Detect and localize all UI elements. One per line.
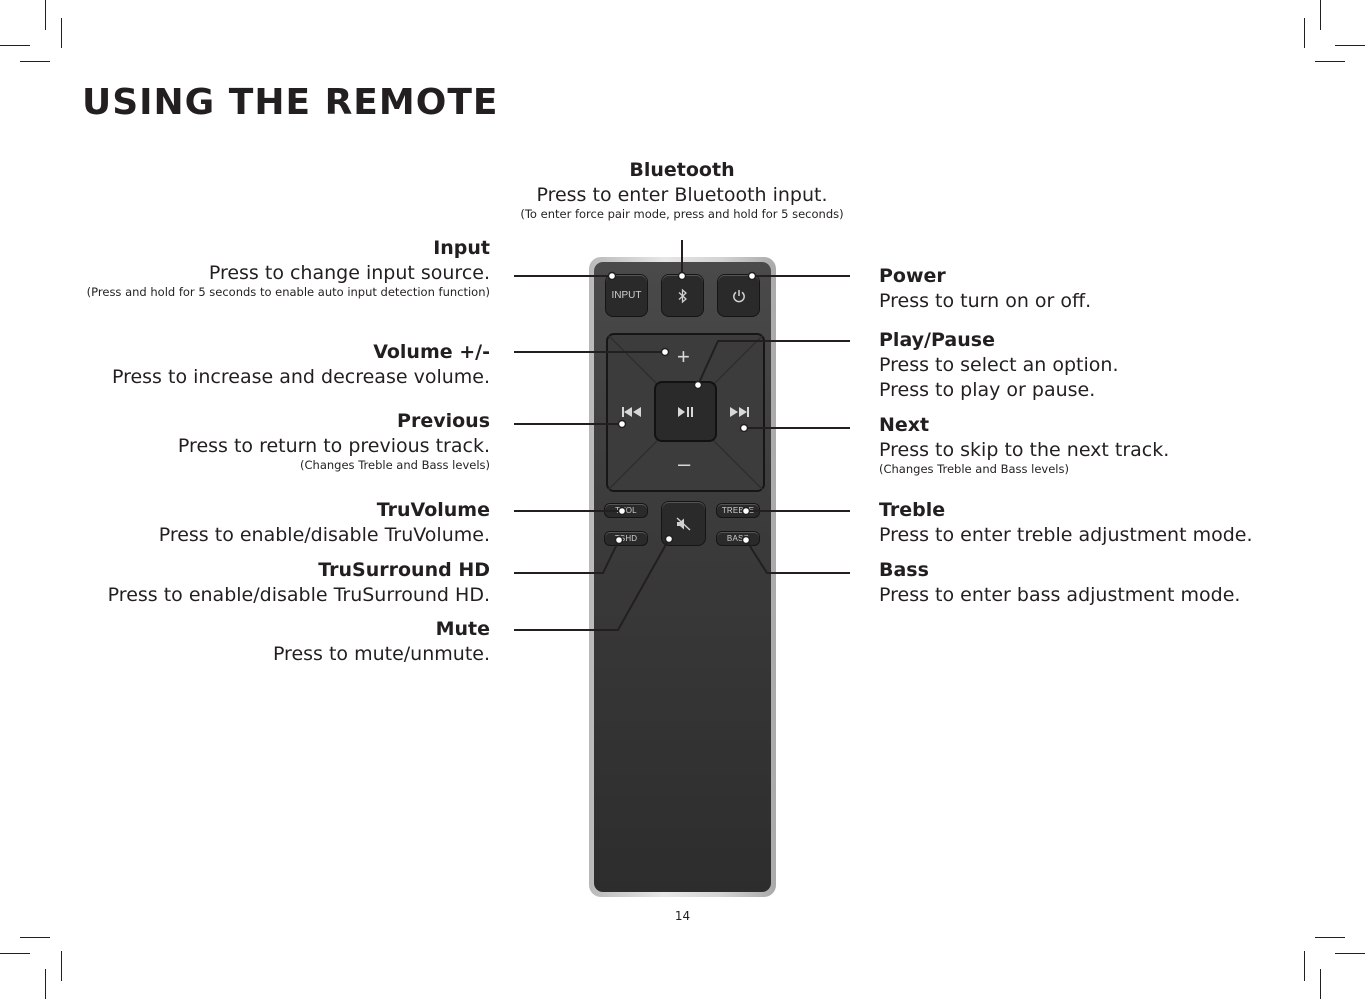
callout-truvolume: TruVolume Press to enable/disable TruVol… — [159, 498, 490, 548]
callout-treble-title: Treble — [879, 499, 946, 521]
callout-bluetooth-desc: Press to enter Bluetooth input. — [536, 184, 828, 206]
power-icon — [732, 289, 745, 302]
callout-trusurround-title: TruSurround HD — [318, 559, 490, 581]
callout-power-desc: Press to turn on or off. — [879, 290, 1092, 312]
callout-trusurround: TruSurround HD Press to enable/disable T… — [108, 558, 490, 608]
marker-power — [747, 271, 757, 281]
play-pause-button[interactable] — [656, 383, 715, 440]
leader-playpause — [697, 340, 850, 386]
crop-mark — [20, 61, 50, 62]
mute-icon — [676, 516, 690, 531]
leader-bass — [745, 539, 850, 574]
marker-volume — [660, 347, 670, 357]
marker-next — [739, 423, 749, 433]
callout-bass-title: Bass — [879, 559, 929, 581]
callout-previous-desc: Press to return to previous track. — [177, 435, 490, 457]
marker-input — [607, 271, 617, 281]
callout-bluetooth-title: Bluetooth — [629, 159, 735, 181]
power-button[interactable] — [718, 275, 759, 316]
crop-mark — [61, 18, 62, 48]
callout-playpause-desc2: Press to play or pause. — [879, 379, 1096, 401]
crop-mark — [45, 969, 46, 999]
callout-bluetooth: Bluetooth Press to enter Bluetooth input… — [482, 158, 882, 221]
crop-mark — [0, 45, 30, 46]
crop-mark — [0, 953, 30, 954]
treble-button-label: TREBLE — [721, 506, 755, 515]
crop-mark — [1304, 18, 1305, 48]
callout-treble-desc: Press to enter treble adjustment mode. — [879, 524, 1253, 546]
callout-volume-title: Volume +/- — [373, 341, 490, 363]
crop-mark — [1320, 969, 1321, 999]
tshd-button-label: TSHD — [614, 534, 638, 543]
callout-next-title: Next — [879, 414, 930, 436]
previous-icon[interactable] — [622, 407, 642, 417]
marker-playpause — [693, 380, 703, 390]
callout-mute-title: Mute — [435, 618, 490, 640]
callout-input-note: (Press and hold for 5 seconds to enable … — [86, 285, 490, 299]
callout-next-note: (Changes Treble and Bass levels) — [879, 462, 1069, 476]
callout-playpause-title: Play/Pause — [879, 329, 995, 351]
input-button[interactable]: INPUT — [606, 275, 647, 316]
callout-input-title: Input — [433, 237, 490, 259]
callout-mute: Mute Press to mute/unmute. — [273, 617, 490, 667]
page-title: USING THE REMOTE — [82, 82, 499, 123]
callout-truvolume-desc: Press to enable/disable TruVolume. — [158, 524, 490, 546]
callout-input: Input Press to change input source. (Pre… — [87, 236, 490, 299]
callout-playpause-desc1: Press to select an option. — [879, 354, 1119, 376]
callout-treble: Treble Press to enter treble adjustment … — [879, 498, 1253, 548]
play-pause-icon — [677, 406, 693, 417]
crop-mark — [1335, 45, 1365, 46]
callout-previous-note: (Changes Treble and Bass levels) — [300, 458, 490, 472]
navigation-pad: + – — [608, 335, 763, 490]
callout-power: Power Press to turn on or off. — [879, 264, 1091, 314]
bass-button-label: BASS — [726, 534, 750, 543]
callout-next: Next Press to skip to the next track. (C… — [879, 413, 1169, 476]
marker-treble — [741, 506, 751, 516]
callout-truvolume-title: TruVolume — [376, 499, 490, 521]
leader-mute — [514, 538, 670, 631]
leader-trusurround — [514, 539, 620, 574]
plus-icon[interactable]: + — [677, 344, 690, 369]
input-button-label: INPUT — [611, 290, 642, 301]
callout-mute-desc: Press to mute/unmute. — [272, 643, 490, 665]
next-icon[interactable] — [729, 407, 749, 417]
minus-icon[interactable]: – — [678, 451, 691, 476]
callout-bass-desc: Press to enter bass adjustment mode. — [879, 584, 1241, 606]
crop-mark — [1304, 951, 1305, 981]
remote-control: INPUT + – — [589, 257, 776, 897]
bluetooth-button[interactable] — [662, 275, 703, 316]
callout-volume-desc: Press to increase and decrease volume. — [111, 366, 490, 388]
marker-bass — [741, 535, 751, 545]
callout-next-desc: Press to skip to the next track. — [879, 439, 1170, 461]
remote-face: INPUT + – — [594, 262, 771, 892]
crop-mark — [1320, 0, 1321, 30]
marker-truvolume — [617, 506, 627, 516]
callout-playpause: Play/Pause Press to select an option. Pr… — [879, 328, 1119, 403]
callout-trusurround-desc: Press to enable/disable TruSurround HD. — [107, 584, 490, 606]
crop-mark — [1335, 953, 1365, 954]
crop-mark — [20, 937, 50, 938]
page-number: 14 — [674, 909, 691, 923]
callout-previous-title: Previous — [397, 410, 490, 432]
callout-previous: Previous Press to return to previous tra… — [178, 409, 490, 472]
crop-mark — [45, 0, 46, 30]
callout-power-title: Power — [879, 265, 946, 287]
callout-volume: Volume +/- Press to increase and decreas… — [112, 340, 490, 390]
bluetooth-icon — [678, 288, 687, 303]
crop-mark — [1315, 61, 1345, 62]
marker-previous — [617, 419, 627, 429]
marker-bluetooth — [677, 271, 687, 281]
crop-mark — [1315, 937, 1345, 938]
marker-trusurround — [614, 535, 624, 545]
callout-bluetooth-note: (To enter force pair mode, press and hol… — [520, 207, 844, 221]
callout-bass: Bass Press to enter bass adjustment mode… — [879, 558, 1240, 608]
crop-mark — [61, 951, 62, 981]
callout-input-desc: Press to change input source. — [208, 262, 490, 284]
marker-mute — [664, 534, 674, 544]
